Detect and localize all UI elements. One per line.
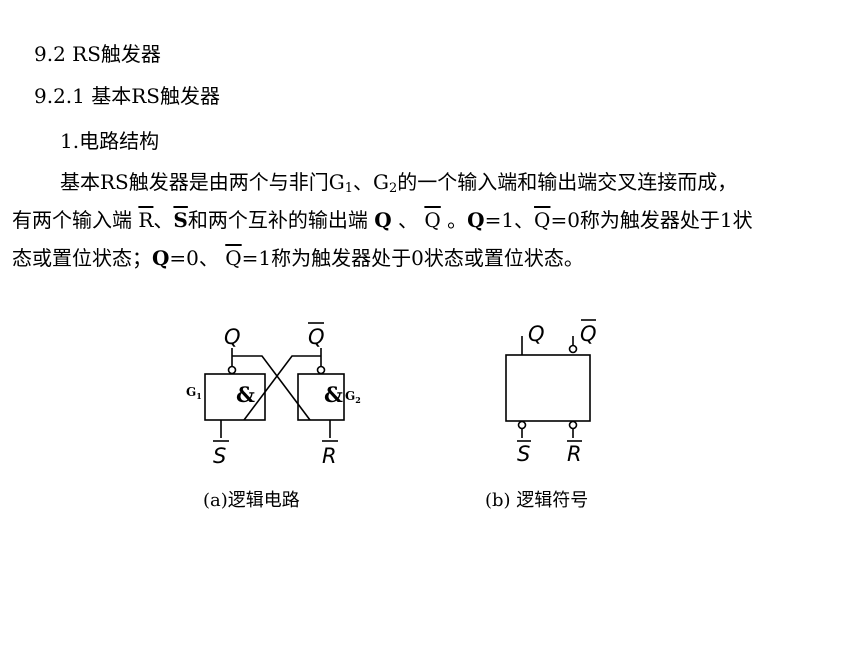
text-run: 有两个输入端 bbox=[12, 208, 139, 232]
text-run: 基本RS触发器是由两个与非门G bbox=[60, 170, 345, 194]
caption-logic-circuit: (a)逻辑电路 bbox=[203, 490, 300, 511]
r-bar: R bbox=[138, 208, 154, 232]
r-bubble-b bbox=[568, 420, 578, 430]
logic-circuit-diagram bbox=[204, 322, 345, 442]
gate-g1-symbol: & bbox=[236, 382, 255, 407]
label-g2: G2 bbox=[345, 389, 361, 405]
wire-qbar-feedback bbox=[243, 355, 321, 421]
paragraph-line-2: 有两个输入端 R、S和两个互补的输出端 Q 、 Q 。Q=1、Q=0称为触发器处… bbox=[12, 206, 753, 234]
gate-g1 bbox=[204, 373, 266, 421]
label-qbar: Q bbox=[308, 325, 325, 349]
paragraph-line-1: 基本RS触发器是由两个与非门G1、G2的一个输入端和输出端交叉连接而成， bbox=[60, 168, 737, 203]
q-bar: Q bbox=[424, 208, 441, 232]
section-heading: 9.2 RS触发器 bbox=[34, 42, 161, 66]
wire-q-feedback bbox=[232, 355, 311, 421]
text-run: 、 bbox=[153, 208, 174, 232]
q-symbol: Q bbox=[374, 208, 392, 232]
subscript: 1 bbox=[344, 181, 354, 196]
subscript: 2 bbox=[389, 181, 398, 196]
item-heading: 1.电路结构 bbox=[60, 129, 160, 153]
q-bar: Q bbox=[534, 208, 551, 232]
q-bar: Q bbox=[225, 246, 242, 270]
s-bar: S bbox=[173, 208, 188, 232]
label-s-b: S bbox=[517, 442, 530, 466]
paragraph-line-3: 态或置位状态；Q=0、 Q=1称为触发器处于0状态或置位状态。 bbox=[12, 244, 584, 272]
label-q-b: Q bbox=[528, 322, 545, 346]
qbar-bubble-b bbox=[568, 344, 578, 354]
text-run: =0称为触发器处于1状 bbox=[550, 208, 753, 232]
text-run: =1、 bbox=[484, 208, 535, 232]
label-g1: G1 bbox=[186, 385, 202, 401]
label-qbar-b: Q bbox=[580, 322, 597, 346]
text-run: 态或置位状态； bbox=[12, 246, 152, 270]
q-symbol: Q bbox=[467, 208, 485, 232]
text-run: 和两个互补的输出端 bbox=[187, 208, 375, 232]
label-s: S bbox=[213, 444, 226, 468]
q-symbol: Q bbox=[152, 246, 170, 270]
text-run: =1称为触发器处于0状态或置位状态。 bbox=[241, 246, 584, 270]
subsection-heading: 9.2.1 基本RS触发器 bbox=[34, 84, 221, 108]
label-q: Q bbox=[224, 325, 241, 349]
text-run: 。 bbox=[440, 208, 468, 232]
text-run: 、 bbox=[391, 208, 425, 232]
label-r: R bbox=[322, 444, 337, 468]
flip-flop-box bbox=[505, 354, 591, 422]
caption-logic-symbol: (b) 逻辑符号 bbox=[485, 490, 589, 511]
gate-g2-symbol: & bbox=[324, 382, 343, 407]
g1-output-bubble bbox=[227, 365, 237, 375]
text-run: 、G bbox=[353, 170, 390, 194]
g2-output-bubble bbox=[316, 365, 326, 375]
label-r-b: R bbox=[567, 442, 582, 466]
text-run: =0、 bbox=[169, 246, 226, 270]
s-bubble-b bbox=[517, 420, 527, 430]
logic-symbol-diagram bbox=[505, 319, 596, 442]
text-run: 的一个输入端和输出端交叉连接而成， bbox=[397, 170, 738, 194]
